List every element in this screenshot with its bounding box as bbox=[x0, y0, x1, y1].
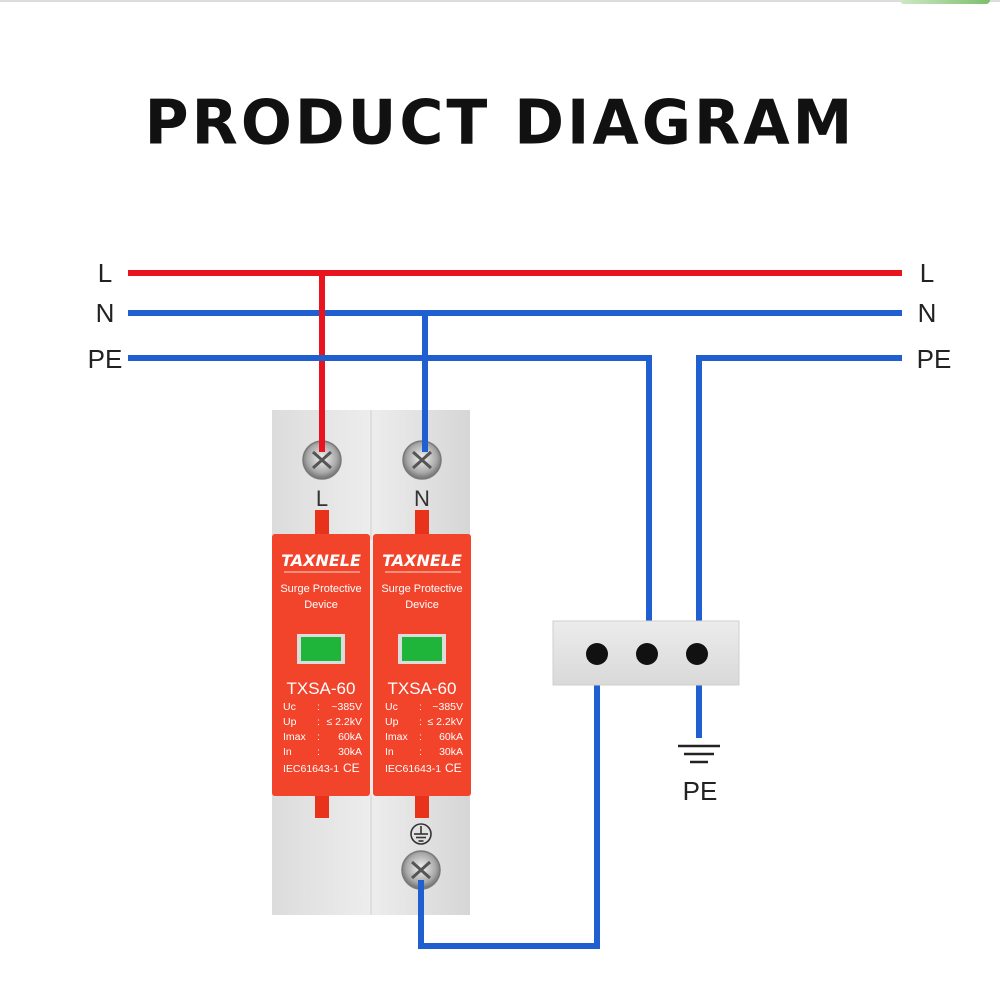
top-accent-decoration bbox=[900, 0, 990, 4]
module-2-indicator bbox=[402, 637, 442, 661]
bus-label-right-L: L bbox=[920, 258, 934, 288]
module-2-desc-2: Device bbox=[405, 599, 439, 611]
module-1-spec-key-0: Uc bbox=[283, 701, 296, 713]
module-1: TAXNELE Surge Protective Device TXSA-60 … bbox=[272, 510, 370, 818]
module-2: TAXNELE Surge Protective Device TXSA-60 … bbox=[373, 510, 471, 818]
module-2-spec-sep-1: : bbox=[419, 716, 422, 728]
bus-label-left-PE: PE bbox=[88, 344, 123, 374]
module-1-spec-key-3: In bbox=[283, 746, 292, 758]
module-1-spec-sep-1: : bbox=[317, 716, 320, 728]
module-1-spec-val-2: 60kA bbox=[338, 731, 362, 743]
wires bbox=[128, 273, 902, 949]
top-border bbox=[0, 0, 1000, 2]
module-1-spec-sep-3: : bbox=[317, 746, 320, 758]
module-1-spec-sep-2: : bbox=[317, 731, 320, 743]
bus-labels: L N PE L N PE bbox=[88, 258, 952, 374]
module-1-spec-sep-0: : bbox=[317, 701, 320, 713]
grounding-terminal-block bbox=[552, 620, 740, 686]
bus-bars bbox=[128, 270, 902, 361]
module-2-desc-1: Surge Protective bbox=[381, 583, 462, 595]
module-2-spec-val-1: ≤ 2.2kV bbox=[427, 716, 463, 728]
page-title: PRODUCT DIAGRAM bbox=[144, 87, 856, 159]
wire-device-ground bbox=[418, 683, 600, 949]
device-earth-icon bbox=[410, 823, 432, 845]
module-2-spec-val-0: ~385V bbox=[432, 701, 463, 713]
bus-label-left-N: N bbox=[96, 298, 115, 328]
wire-PE-to-box-left bbox=[128, 355, 652, 623]
bus-line-N bbox=[128, 310, 902, 316]
module-1-model: TXSA-60 bbox=[287, 679, 356, 698]
module-2-model: TXSA-60 bbox=[388, 679, 457, 698]
module-2-standard: IEC61643-1 bbox=[385, 763, 441, 775]
module-1-spec-key-2: Imax bbox=[283, 731, 307, 743]
terminal-hole-2 bbox=[636, 643, 658, 665]
module-2-spec-sep-3: : bbox=[419, 746, 422, 758]
module-2-spec-key-1: Up bbox=[385, 716, 399, 728]
module-2-spec-sep-0: : bbox=[419, 701, 422, 713]
terminal-screw-PE bbox=[401, 850, 441, 890]
terminal-label-L: L bbox=[316, 486, 328, 511]
module-1-standard: IEC61643-1 bbox=[283, 763, 339, 775]
module-1-spec-val-0: ~385V bbox=[331, 701, 362, 713]
terminal-hole-3 bbox=[686, 643, 708, 665]
terminal-hole-1 bbox=[586, 643, 608, 665]
module-2-spec-sep-2: : bbox=[419, 731, 422, 743]
surge-protective-device: L N TAXNELE Surge Protective Device TXSA… bbox=[272, 410, 471, 915]
module-1-ce-mark: CE bbox=[343, 761, 360, 775]
module-1-spec-val-3: 30kA bbox=[338, 746, 362, 758]
module-2-spec-key-2: Imax bbox=[385, 731, 409, 743]
ground-label: PE bbox=[683, 776, 718, 806]
module-1-spec-val-1: ≤ 2.2kV bbox=[326, 716, 362, 728]
module-2-brand: TAXNELE bbox=[382, 551, 462, 570]
bus-label-left-L: L bbox=[98, 258, 112, 288]
module-1-brand: TAXNELE bbox=[281, 551, 361, 570]
terminal-label-N: N bbox=[414, 486, 430, 511]
module-1-indicator bbox=[301, 637, 341, 661]
module-1-desc-2: Device bbox=[304, 599, 338, 611]
bus-line-L bbox=[128, 270, 902, 276]
module-2-ce-mark: CE bbox=[445, 761, 462, 775]
module-2-spec-val-3: 30kA bbox=[439, 746, 463, 758]
module-2-spec-key-3: In bbox=[385, 746, 394, 758]
wire-PE-to-box-right bbox=[696, 355, 902, 623]
module-2-spec-val-2: 60kA bbox=[439, 731, 463, 743]
module-1-spec-key-1: Up bbox=[283, 716, 297, 728]
module-1-desc-1: Surge Protective bbox=[280, 583, 361, 595]
bus-label-right-PE: PE bbox=[917, 344, 952, 374]
bus-label-right-N: N bbox=[918, 298, 937, 328]
earth-ground-icon bbox=[678, 744, 720, 764]
module-2-spec-key-0: Uc bbox=[385, 701, 398, 713]
